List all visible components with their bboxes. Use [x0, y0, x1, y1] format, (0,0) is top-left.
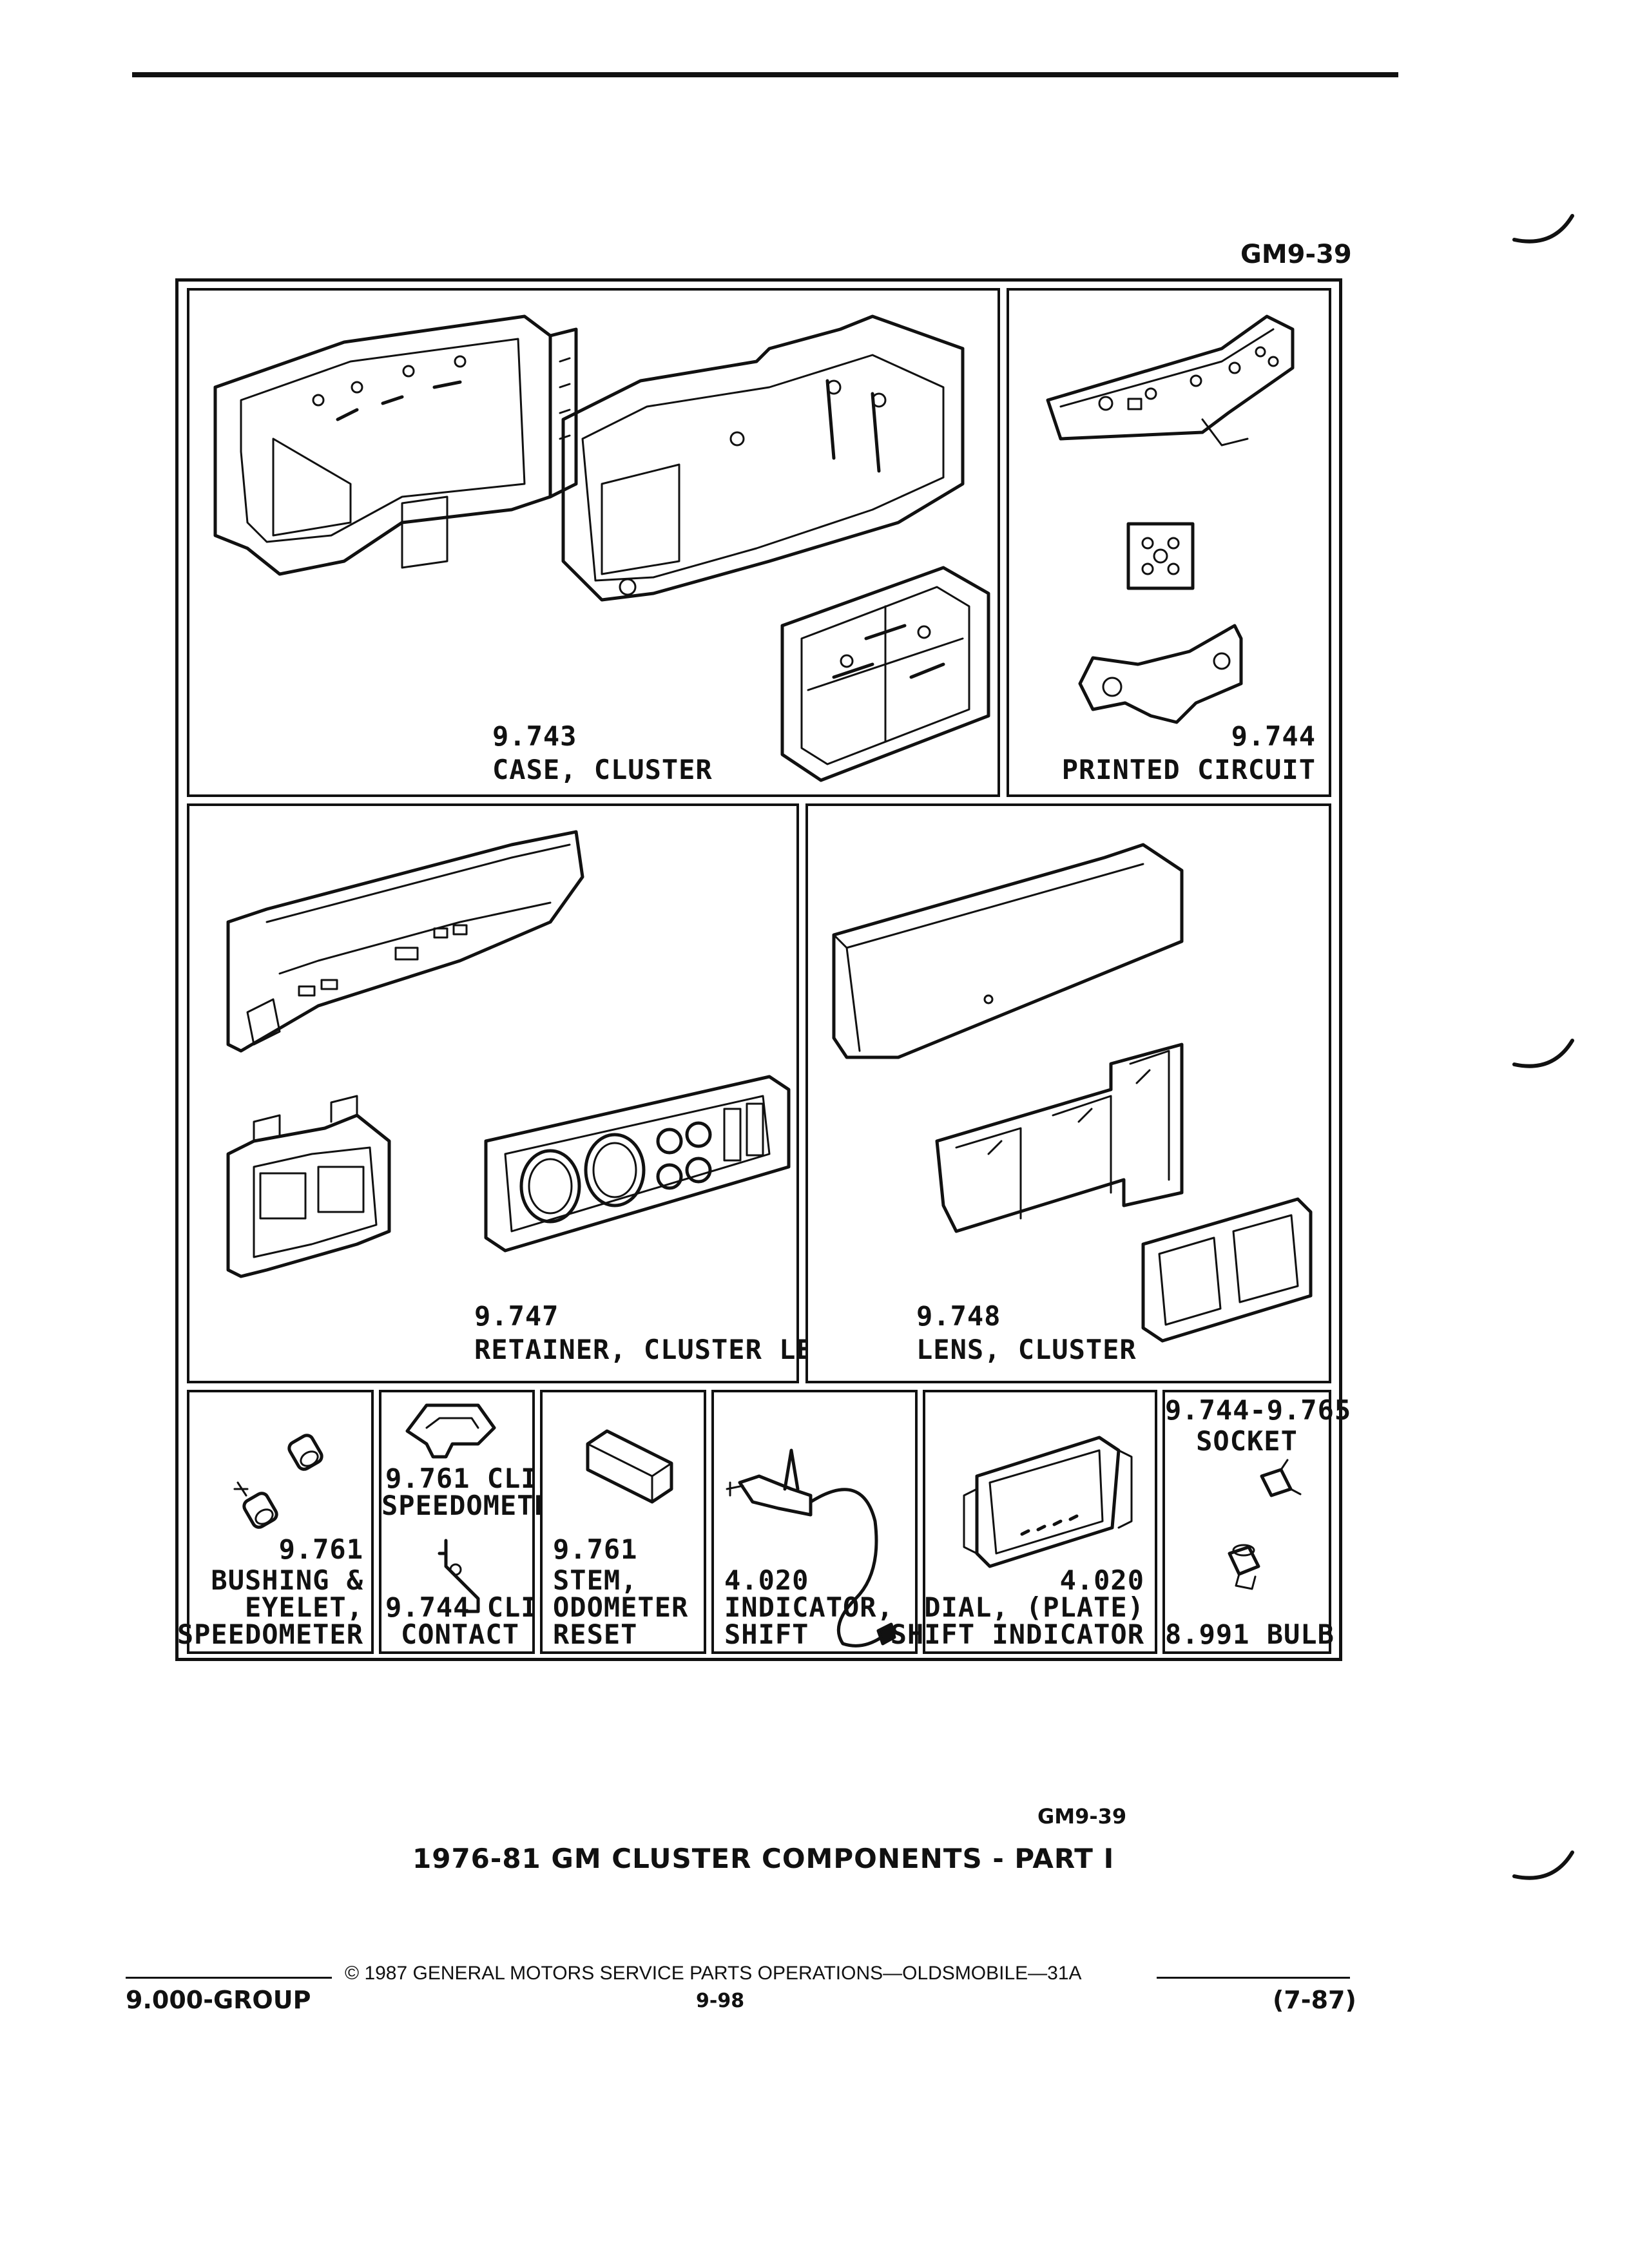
panel-bushing-eyelet: 9.761 BUSHING & EYELET, SPEEDOMETER [177, 1390, 374, 1654]
stem-line3: RESET [553, 1619, 638, 1650]
retainer-number: 9.747 [474, 1300, 559, 1332]
panel-printed-circuit: 9.744 PRINTED CIRCUIT [1007, 288, 1331, 797]
lens-cluster-illustration [832, 843, 1313, 1343]
bushing-number: 9.761 [278, 1533, 363, 1565]
caption-code: GM9-39 [1037, 1804, 1127, 1829]
clips-illustration [405, 1403, 496, 1613]
lens-cluster-number: 9.748 [916, 1300, 1001, 1332]
footer-date: (7-87) [1273, 1986, 1356, 2014]
indicator-shift-illustration [726, 1448, 896, 1648]
socket-number: 9.744-9.765 [1165, 1394, 1352, 1426]
printed-circuit-number: 9.744 [1231, 720, 1316, 752]
footer-rule-left [126, 1977, 332, 1979]
case-cluster-name: CASE, CLUSTER [492, 754, 713, 785]
figure-code: GM9-39 [1240, 240, 1352, 269]
stem-line1: STEM, [553, 1564, 638, 1596]
bushing-eyelet-illustration [233, 1434, 323, 1529]
parts-figure-frame [175, 278, 1342, 1661]
figure-title: 1976-81 GM CLUSTER COMPONENTS - PART I [412, 1843, 1115, 1874]
panel-stem-reset: 9.761 STEM, ODOMETER RESET [540, 1390, 706, 1654]
panel-dial-plate: 4.020 DIAL, (PLATE) SHIFT INDICATOR [891, 1390, 1157, 1654]
printed-circuit-illustration [1046, 314, 1295, 724]
stem-number: 9.761 [553, 1533, 638, 1565]
indicator-line2: SHIFT [724, 1619, 809, 1650]
stem-reset-illustration [586, 1429, 673, 1504]
clip-speedometer-line2: SPEEDOMETER [381, 1490, 568, 1521]
retainer-lens-illustration [226, 830, 791, 1278]
indicator-line1: INDICATOR, [724, 1591, 894, 1623]
retainer-name: RETAINER, CLUSTER LENS [474, 1334, 847, 1365]
case-cluster-illustration [213, 314, 990, 782]
clip-contact-line2: CONTACT [401, 1619, 520, 1650]
socket-line1: SOCKET [1196, 1425, 1298, 1457]
bushing-line2: EYELET, [244, 1591, 363, 1623]
lens-cluster-name: LENS, CLUSTER [916, 1334, 1137, 1365]
header-rule [132, 72, 1398, 77]
bulb-line2: 8.991 BULB [1165, 1619, 1335, 1650]
dial-number: 4.020 [1059, 1564, 1144, 1596]
stem-line2: ODOMETER [553, 1591, 689, 1623]
footer-page-number: 9-98 [696, 1990, 745, 2012]
bushing-line3: SPEEDOMETER [177, 1619, 363, 1650]
dial-line1: DIAL, (PLATE) [924, 1591, 1144, 1623]
dial-line2: SHIFT INDICATOR [890, 1619, 1144, 1650]
panel-indicator-shift: 4.020 INDICATOR, SHIFT [711, 1390, 918, 1654]
footer-group: 9.000-GROUP [126, 1986, 311, 2014]
dial-plate-illustration [963, 1436, 1133, 1568]
panel-socket-bulb: 9.744-9.765 SOCKET 8.991 BULB [1162, 1390, 1352, 1654]
footer-rule-right [1157, 1977, 1350, 1979]
footer-copyright: © 1987 GENERAL MOTORS SERVICE PARTS OPER… [345, 1963, 1082, 1984]
panel-case-cluster: 9.743 CASE, CLUSTER [187, 288, 1000, 797]
panel-lens-cluster: 9.748 LENS, CLUSTER [805, 803, 1331, 1383]
case-cluster-number: 9.743 [492, 720, 577, 752]
margin-marks [1512, 214, 1574, 1880]
bushing-line1: BUSHING & [211, 1564, 363, 1596]
panel-retainer-lens: 9.747 RETAINER, CLUSTER LENS [187, 803, 846, 1383]
indicator-number: 4.020 [724, 1564, 809, 1596]
socket-bulb-illustration [1228, 1459, 1302, 1590]
panel-clips: 9.761 CLIP, SPEEDOMETER 9.744 CLIP, CONT… [379, 1390, 571, 1654]
printed-circuit-name: PRINTED CIRCUIT [1061, 754, 1316, 785]
